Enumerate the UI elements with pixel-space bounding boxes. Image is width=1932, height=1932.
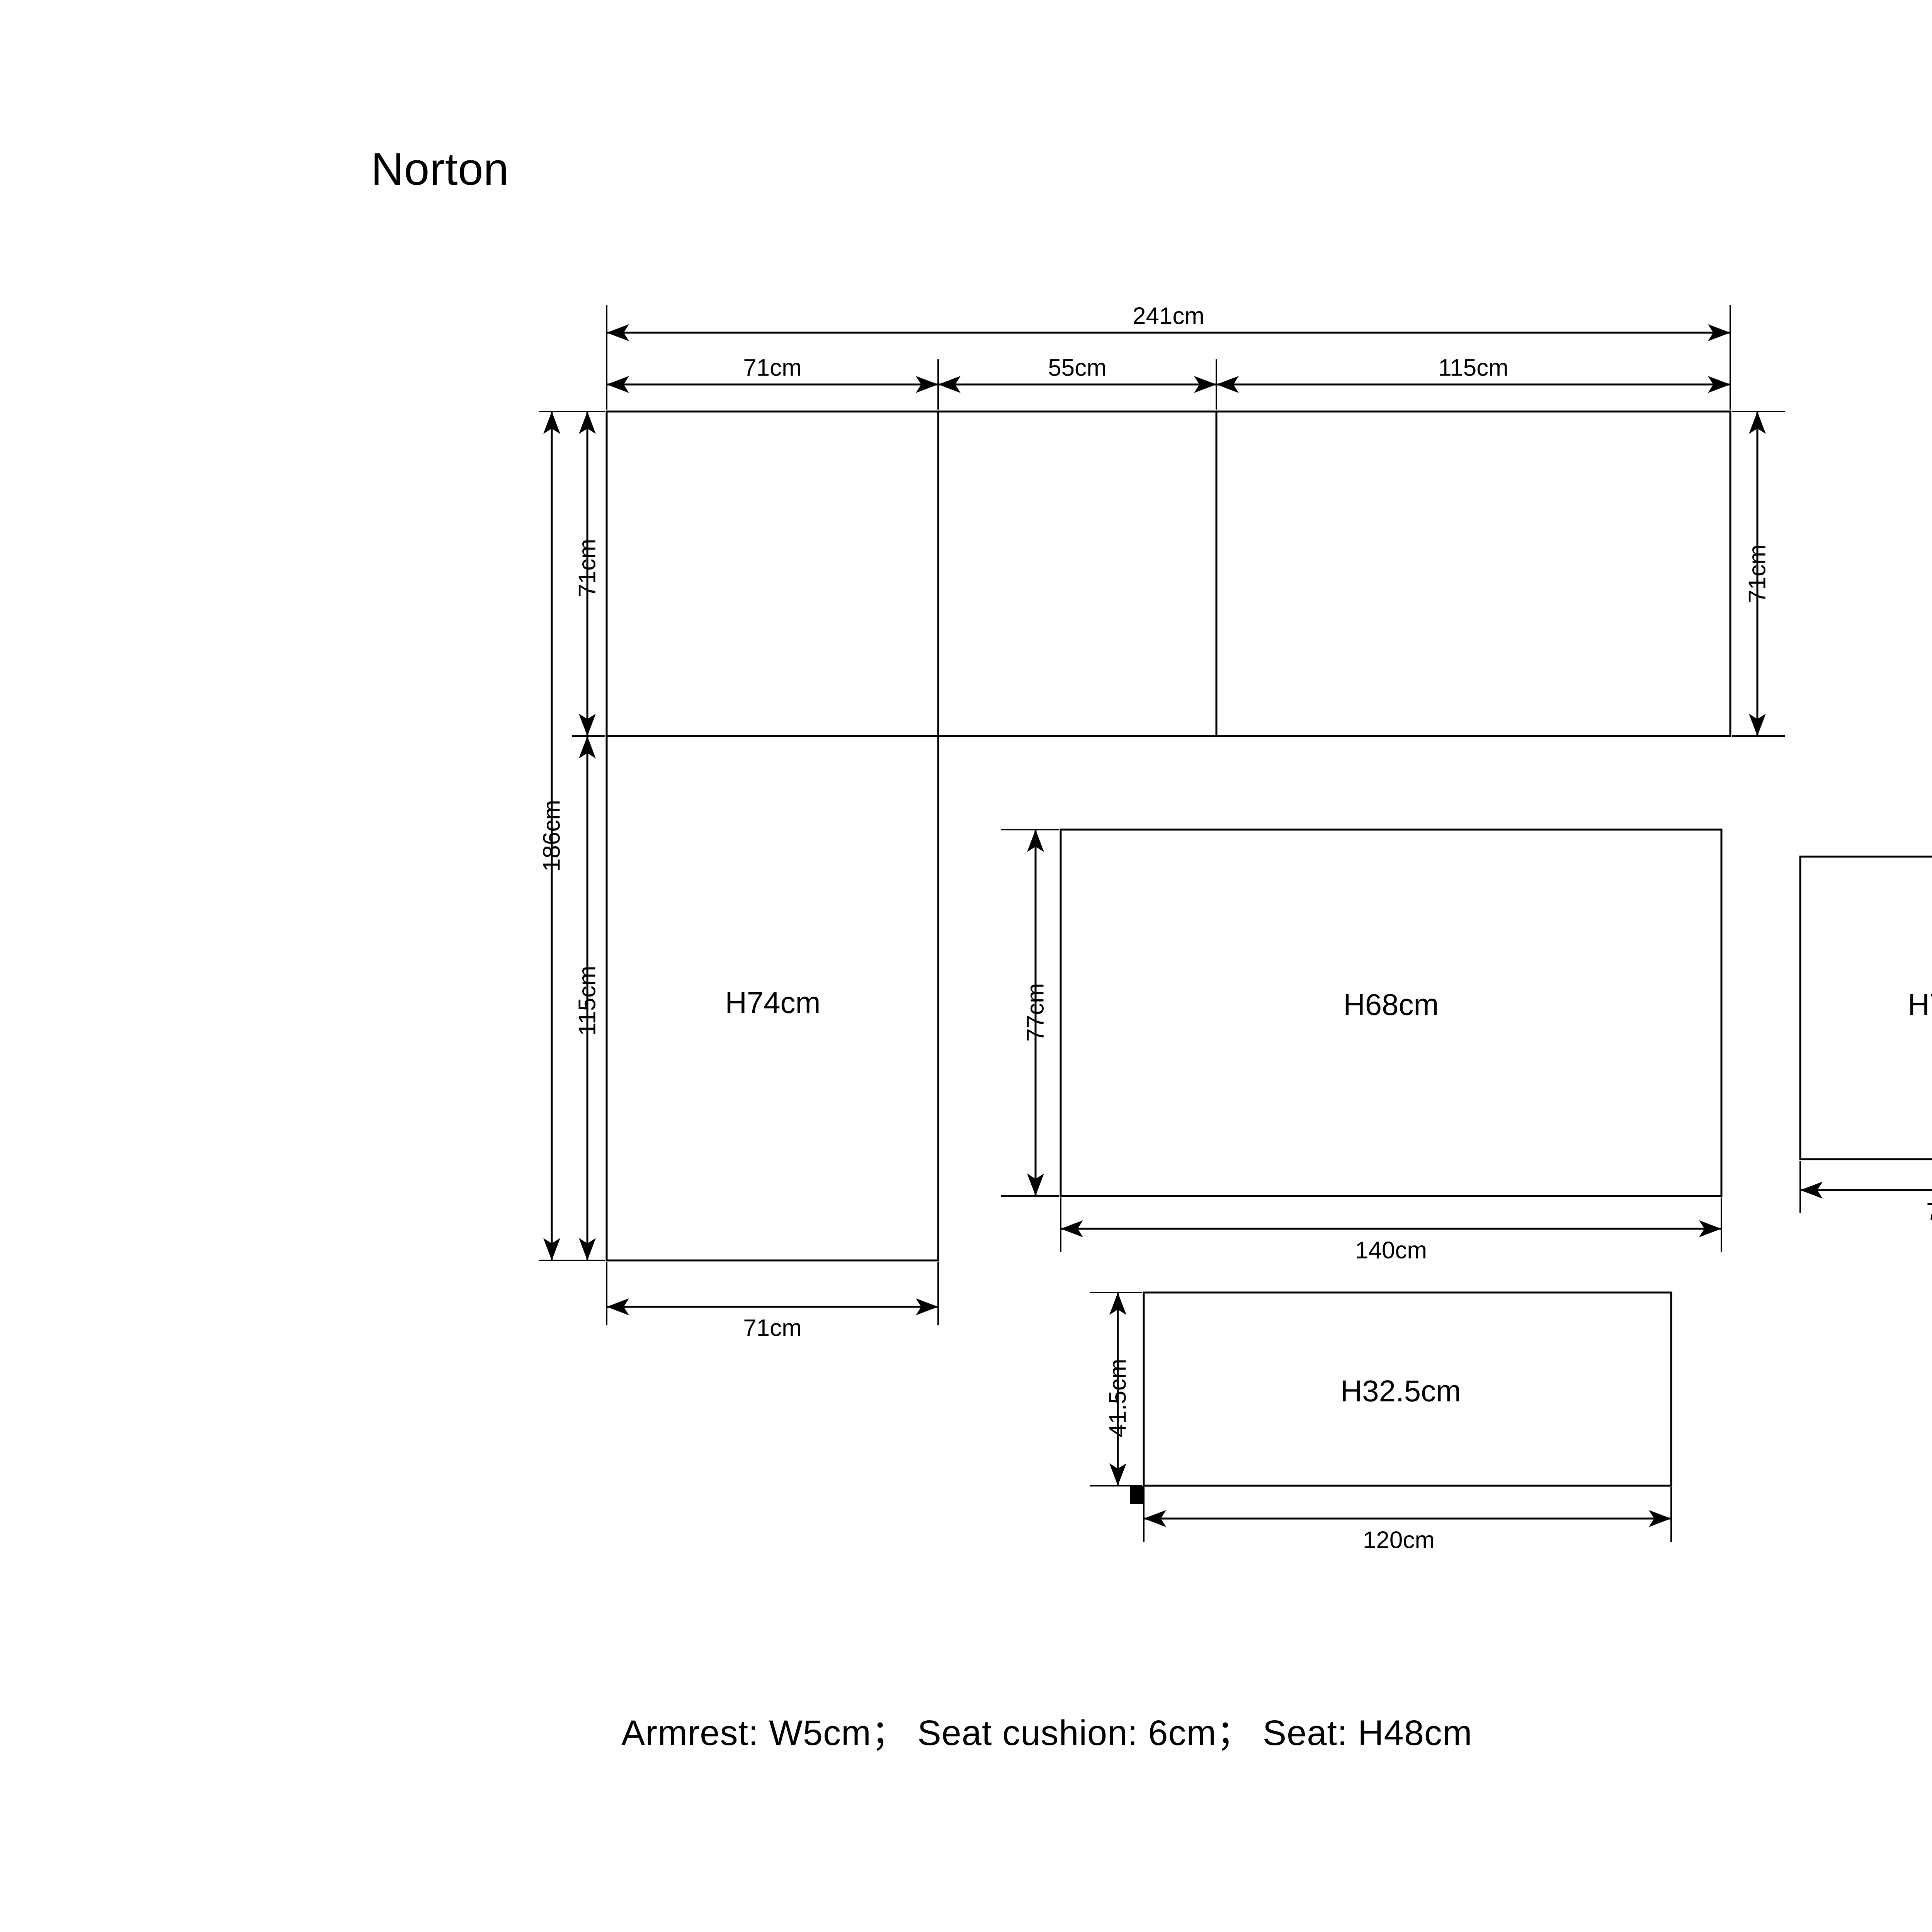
dim-label-left-seg-top: 71cm bbox=[574, 539, 601, 597]
dim-label-top-seg-2: 55cm bbox=[1048, 354, 1107, 381]
dim-label-left-seg-bottom: 115cm bbox=[574, 966, 601, 1036]
dim-label-mid-height: 77cm bbox=[1022, 983, 1049, 1042]
armchair-right-outline bbox=[1799, 855, 1932, 1160]
dimension-arrow-lines bbox=[543, 324, 1932, 1527]
sofa-mid-outline bbox=[1060, 828, 1723, 1197]
dim-label-table-width: 120cm bbox=[1362, 1527, 1435, 1554]
extension-witness-lines bbox=[539, 305, 1801, 1542]
datum-marker-square bbox=[1130, 1486, 1144, 1504]
dim-label-right-width: 71cm bbox=[1926, 1198, 1932, 1226]
dim-label-left-overall: 186cm bbox=[538, 799, 565, 872]
chaise-left-outline bbox=[605, 735, 939, 1262]
part-label-armchair-right: H74cm bbox=[1908, 987, 1932, 1022]
part-label-sofa-mid: H68cm bbox=[1343, 987, 1439, 1022]
dim-label-top-seg-1: 71cm bbox=[743, 354, 802, 381]
coffee-table-outline bbox=[1143, 1291, 1672, 1487]
dim-label-top-seg-3: 115cm bbox=[1438, 354, 1509, 381]
dim-label-left-block-width: 71cm bbox=[743, 1315, 802, 1342]
page-title: Norton bbox=[371, 144, 509, 195]
footer-note: Armrest: W5cm； Seat cushion: 6cm； Seat: … bbox=[621, 1713, 1473, 1753]
backrest-band-outline bbox=[605, 410, 1731, 737]
dim-label-top-overall: 241cm bbox=[1132, 303, 1205, 330]
part-label-coffee-table: H32.5cm bbox=[1340, 1374, 1461, 1408]
dim-label-mid-width: 140cm bbox=[1355, 1237, 1427, 1264]
part-outlines bbox=[605, 410, 1932, 1487]
dim-label-table-height: 41.5cm bbox=[1104, 1359, 1131, 1437]
dim-label-right-top-depth: 71cm bbox=[1744, 544, 1771, 603]
part-label-chaise-left: H74cm bbox=[725, 985, 821, 1020]
